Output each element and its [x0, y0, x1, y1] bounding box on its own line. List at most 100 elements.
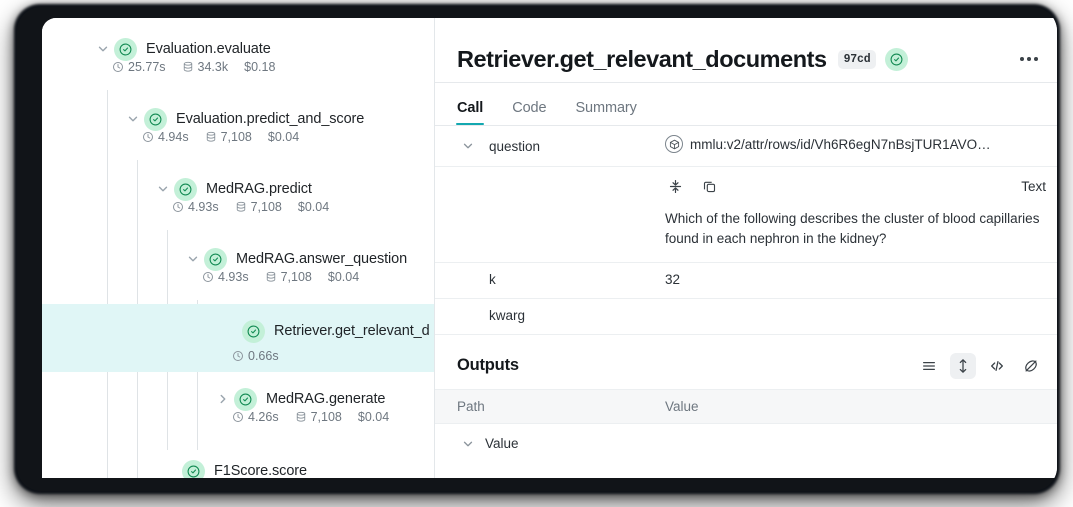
duration-value: 0.66s: [248, 349, 279, 363]
tree-guide-line: [107, 90, 108, 478]
input-row-k[interactable]: k 32: [435, 263, 1057, 299]
status-success-icon: [885, 47, 909, 71]
cost-value: $0.04: [267, 130, 300, 144]
outputs-row-path: Value: [485, 436, 519, 451]
input-value-text: 32: [665, 271, 681, 287]
tokens-value: 34.3k: [197, 60, 229, 74]
outputs-table-header: Path Value: [435, 388, 1057, 424]
input-key-label: kwarg: [489, 307, 526, 323]
column-header-value: Value: [665, 398, 699, 414]
page-title: Retriever.get_relevant_documents: [457, 45, 827, 72]
text-block-type-label: Text: [1021, 178, 1046, 194]
trace-tree-panel[interactable]: Evaluation.evaluate 25.77s 34.3k $0.18: [42, 18, 435, 478]
outputs-title: Outputs: [457, 356, 519, 374]
input-key: kwarg: [457, 308, 665, 323]
detail-header: Retriever.get_relevant_documents 97cd: [435, 18, 1057, 82]
tab-call[interactable]: Call: [455, 100, 485, 125]
cost-value: $0.04: [357, 410, 390, 424]
tokens-value: 7,108: [250, 200, 282, 214]
status-success-icon: [182, 459, 205, 478]
duration-value: 4.93s: [188, 200, 219, 214]
chevron-down-icon[interactable]: [457, 433, 479, 455]
chevron-down-icon[interactable]: [457, 135, 479, 157]
tree-node-label: Retriever.get_relevant_d: [274, 323, 430, 339]
hide-icon[interactable]: [1018, 353, 1044, 379]
outputs-table-row[interactable]: Value: [435, 424, 1057, 464]
tree-node-label: Evaluation.evaluate: [146, 41, 271, 57]
status-success-icon: [234, 387, 257, 411]
duration-meta: 4.93s: [202, 270, 249, 284]
tokens-meta: 7,108: [235, 200, 282, 214]
tab-code[interactable]: Code: [512, 100, 547, 116]
input-key: question: [457, 135, 665, 157]
status-success-icon: [114, 37, 137, 61]
app-screen: Evaluation.evaluate 25.77s 34.3k $0.18: [42, 18, 1057, 478]
tokens-value: 7,108: [220, 130, 252, 144]
chevron-down-icon[interactable]: [182, 248, 204, 270]
column-header-path: Path: [457, 398, 485, 414]
duration-meta: 25.77s: [112, 60, 166, 74]
duration-value: 4.93s: [218, 270, 249, 284]
tab-summary[interactable]: Summary: [575, 100, 637, 116]
tokens-meta: 7,108: [265, 270, 312, 284]
copy-icon[interactable]: [699, 176, 719, 196]
cost-value: $0.04: [327, 270, 360, 284]
tokens-value: 7,108: [310, 410, 342, 424]
chevron-down-icon[interactable]: [122, 108, 144, 130]
header-divider: [435, 82, 1057, 83]
input-key: k: [457, 272, 665, 287]
input-value[interactable]: mmlu:v2/attr/rows/id/Vh6R6egN7nBsjTUR1AV…: [665, 135, 1046, 153]
tree-node-label: F1Score.score: [214, 463, 307, 478]
more-options-icon[interactable]: [1012, 51, 1046, 67]
tree-row[interactable]: MedRAG.answer_question 4.93s 7,108 $0.04: [42, 238, 434, 300]
status-success-icon: [242, 319, 265, 343]
hash-badge[interactable]: 97cd: [837, 49, 877, 69]
list-view-icon[interactable]: [916, 353, 942, 379]
text-block-toolbar[interactable]: Text: [435, 167, 1046, 204]
tree-row[interactable]: Evaluation.predict_and_score 4.94s 7,108…: [42, 98, 434, 160]
tokens-value: 7,108: [280, 270, 312, 284]
outputs-toolbar[interactable]: [916, 352, 1044, 379]
tree-guide-line: [197, 300, 198, 450]
status-success-icon: [174, 177, 197, 201]
tabs-divider: [435, 125, 1057, 126]
status-success-icon: [144, 107, 167, 131]
collapse-vertical-icon[interactable]: [665, 176, 685, 196]
cube-icon: [665, 135, 683, 153]
duration-value: 4.26s: [248, 410, 279, 424]
input-row-kwarg[interactable]: kwarg: [435, 299, 1057, 335]
expand-vertical-icon[interactable]: [950, 352, 976, 379]
text-block: Text Which of the following describes th…: [435, 167, 1057, 263]
input-value: 32: [665, 272, 1046, 287]
input-row-question[interactable]: question mmlu:v2/attr/rows/id/Vh6R6egN7n…: [435, 126, 1057, 167]
code-view-icon[interactable]: [984, 353, 1010, 379]
tokens-meta: 7,108: [205, 130, 252, 144]
tokens-meta: 34.3k: [182, 60, 229, 74]
duration-value: 25.77s: [128, 60, 166, 74]
input-key-label: k: [489, 271, 496, 287]
input-value-text: mmlu:v2/attr/rows/id/Vh6R6egN7nBsjTUR1AV…: [690, 136, 991, 152]
tree-node-label: MedRAG.predict: [206, 181, 312, 197]
tree-node-label: Evaluation.predict_and_score: [176, 111, 365, 127]
chevron-down-icon[interactable]: [92, 38, 114, 60]
tree-row[interactable]: Evaluation.evaluate 25.77s 34.3k $0.18: [42, 28, 434, 90]
cost-value: $0.18: [244, 60, 276, 74]
outputs-header: Outputs: [435, 335, 1057, 389]
tree-row[interactable]: MedRAG.predict 4.93s 7,108 $0.04: [42, 168, 434, 230]
duration-meta: 4.93s: [172, 200, 219, 214]
tree-row-selected[interactable]: Retriever.get_relevant_d 0.66s: [42, 304, 434, 372]
detail-tabs[interactable]: Call Code Summary: [435, 83, 1057, 125]
duration-meta: 0.66s: [232, 349, 279, 363]
duration-meta: 4.94s: [142, 130, 189, 144]
input-key-label: question: [489, 138, 541, 154]
tree-node-label: MedRAG.answer_question: [236, 251, 408, 267]
chevron-down-icon[interactable]: [152, 178, 174, 200]
duration-value: 4.94s: [158, 130, 189, 144]
duration-meta: 4.26s: [232, 410, 279, 424]
chevron-right-icon[interactable]: [212, 388, 234, 410]
status-success-icon: [204, 247, 227, 271]
tree-row[interactable]: MedRAG.generate 4.26s 7,108 $0.04: [42, 378, 434, 440]
tree-node-label: MedRAG.generate: [266, 391, 386, 407]
device-frame: Evaluation.evaluate 25.77s 34.3k $0.18: [17, 7, 1057, 491]
tree-row[interactable]: F1Score.score: [42, 450, 434, 478]
